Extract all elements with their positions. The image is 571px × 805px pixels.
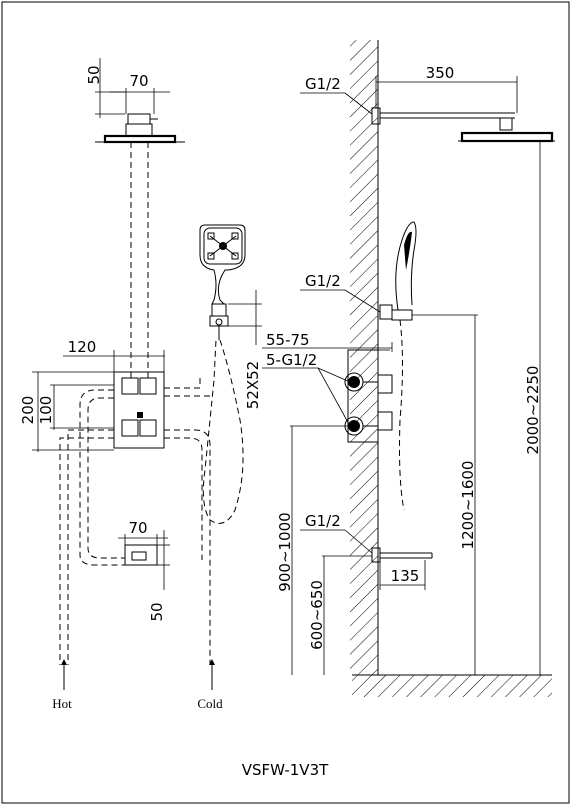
dim-head-width-label: 70 [129,72,148,90]
dim-head-from-floor-label: 2000~2250 [524,366,542,455]
inlets-label: 5-G1/2 [266,351,317,369]
floor [352,674,552,697]
dim-holder-from-floor: 1200~1600 [459,315,477,675]
dim-spout-width-label: 70 [128,519,147,537]
dim-spout-height-label: 50 [148,602,166,621]
dim-spout-width: 70 50 [118,519,170,622]
dim-depth-label: 55-75 [266,331,310,349]
side-view: 350 G1/2 G1/2 [262,40,555,697]
dim-valve-height-label: 200 [19,396,37,425]
dim-valve-width-label: 120 [68,338,97,356]
dim-spout-from-floor: 600~650 [308,555,372,675]
dim-arm-length: 350 [375,64,518,113]
thread-mid-label: G1/2 [305,272,341,290]
shower-head-front [95,113,185,144]
dim-head-from-floor: 2000~2250 [524,141,542,675]
callout-thread-bottom: G1/2 [300,512,373,554]
dim-holder-size: 52X52 [228,290,262,409]
valve-body-front [113,371,165,449]
wall [350,40,379,675]
thread-bottom-label: G1/2 [305,512,341,530]
dim-spout-from-floor-label: 600~650 [308,580,326,650]
valve-side [344,349,393,443]
dim-spout-length-label: 135 [391,567,420,585]
dim-valve-spacing-label: 100 [37,396,55,425]
model-code: VSFW-1V3T [242,761,329,779]
dim-holder-size-label: 52X52 [244,361,262,409]
dim-valve-width: 120 [63,338,165,372]
spout-front [124,544,158,566]
callout-thread-mid: G1/2 [300,272,381,313]
hand-shower-front [199,224,246,340]
dim-valve-from-floor: 900~1000 [276,425,348,675]
front-view: 50 70 120 200 [19,58,262,711]
dim-depth: 55-75 [262,331,393,352]
hand-shower-side [379,221,478,511]
dim-head-height: 50 [85,58,125,118]
shower-arm-side [371,107,555,143]
dim-head-width: 70 [110,72,170,114]
dim-valve-height: 200 100 [19,371,114,452]
dim-head-height-label: 50 [85,65,103,84]
spout-side [371,547,433,563]
callout-inlets: 5-G1/2 [262,351,351,427]
dim-arm-length-label: 350 [426,64,455,82]
hot-label: Hot [52,696,72,711]
dim-holder-from-floor-label: 1200~1600 [459,461,477,550]
thread-top-label: G1/2 [305,75,341,93]
spray-pattern [207,232,239,260]
dim-spout-length: 135 [379,560,426,590]
callout-thread-top: G1/2 [300,75,373,115]
cold-label: Cold [197,696,223,711]
dim-valve-from-floor-label: 900~1000 [276,512,294,591]
